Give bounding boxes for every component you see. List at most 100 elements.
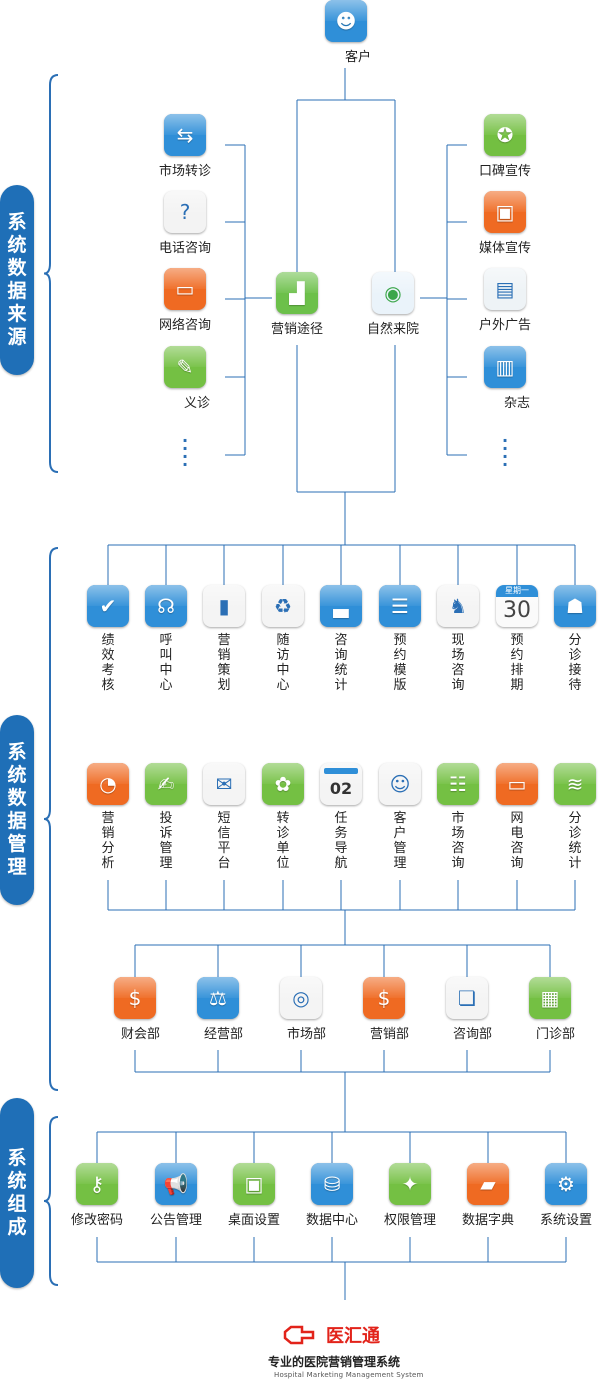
management-row1-item-1[interactable]: ☊ 呼叫中心 — [141, 585, 191, 693]
department-2[interactable]: ◎市场部 — [276, 977, 326, 1042]
gears-icon: ⚙ — [545, 1163, 587, 1205]
left-source-0[interactable]: ⇆ 市场转诊 — [158, 114, 212, 179]
component-1[interactable]: 📢公告管理 — [150, 1163, 202, 1228]
right-source-label: 杂志 — [503, 396, 530, 411]
right-source-2[interactable]: ▤ 户外广告 — [478, 268, 532, 333]
bar-chart-icon: ▃ — [320, 585, 362, 627]
management-row1-item-5[interactable]: ☰预约模版 — [375, 585, 425, 693]
reception-icon: ☗ — [554, 585, 596, 627]
brace-data-source — [43, 74, 59, 473]
monitor-icon: ▭ — [496, 763, 538, 805]
management-row1-item-6[interactable]: ♞ 现场咨询 — [433, 585, 483, 693]
right-source-label: 口碑宣传 — [478, 164, 532, 179]
left-source-label: 市场转诊 — [158, 164, 212, 179]
permission-icon: ✦ — [389, 1163, 431, 1205]
management-row2-item-5[interactable]: ☺客户管理 — [375, 763, 425, 871]
management-row1-item-8[interactable]: ☗分诊接待 — [550, 585, 600, 693]
component-3[interactable]: ⛁数据中心 — [306, 1163, 358, 1228]
key-icon: ⚷ — [76, 1163, 118, 1205]
channel-marketing-label: 营销途径 — [270, 322, 324, 337]
management-row2-item-6[interactable]: ☷ 市场咨询 — [433, 763, 483, 871]
scales-icon: ⚖ — [197, 977, 239, 1019]
brace-data-management — [43, 547, 59, 1091]
left-source-label: 义诊 — [183, 396, 210, 411]
department-3[interactable]: $ 营销部 — [359, 977, 409, 1042]
dollar-icon: $ — [363, 977, 405, 1019]
megaphone-icon: 📢 — [155, 1163, 197, 1205]
award-badge-icon: ✪ — [484, 114, 526, 156]
management-row1-item-2[interactable]: ▮营销策划 — [199, 585, 249, 693]
management-row1-item-label: 呼叫中心 — [159, 633, 173, 693]
component-label: 桌面设置 — [227, 1213, 281, 1228]
management-row1-item-label: 现场咨询 — [451, 633, 465, 693]
headset-icon: ☊ — [145, 585, 187, 627]
section-data-management: 系统数据管理 — [0, 715, 34, 905]
channel-natural-label: 自然来院 — [366, 322, 420, 337]
management-row2-item-1[interactable]: ✍投诉管理 — [141, 763, 191, 871]
pie-chart-icon: ◔ — [87, 763, 129, 805]
component-4[interactable]: ✦ 权限管理 — [383, 1163, 437, 1228]
management-row1-item-3[interactable]: ♻ 随访中心 — [258, 585, 308, 693]
broadcast-icon: ◎ — [280, 977, 322, 1019]
department-5[interactable]: ▦门诊部 — [525, 977, 575, 1042]
management-row2-item-8[interactable]: ≋ 分诊统计 — [550, 763, 600, 871]
signpost-icon: ⇆ — [164, 114, 206, 156]
layers-icon: ≋ — [554, 763, 596, 805]
management-row1-item-4[interactable]: ▃ 咨询统计 — [316, 585, 366, 693]
chair-icon: ♞ — [437, 585, 479, 627]
management-row2-item-7[interactable]: ▭网电咨询 — [492, 763, 542, 871]
department-0[interactable]: $财会部 — [110, 977, 160, 1042]
department-label: 经营部 — [203, 1027, 243, 1042]
department-label: 营销部 — [369, 1027, 409, 1042]
left-source-2[interactable]: ▭网络咨询 — [159, 268, 211, 333]
dictionary-icon: ▰ — [467, 1163, 509, 1205]
logo: 医汇通 专业的医院营销管理系统 Hospital Marketing Manag… — [250, 1322, 440, 1379]
component-2[interactable]: ▣桌面设置 — [227, 1163, 281, 1228]
right-source-1[interactable]: ▣ 媒体宣传 — [478, 191, 532, 256]
management-row1-item-label: 随访中心 — [276, 633, 290, 693]
management-row2-item-2[interactable]: ✉短信平台 — [199, 763, 249, 871]
department-label: 门诊部 — [535, 1027, 575, 1042]
component-5[interactable]: ▰ 数据字典 — [461, 1163, 515, 1228]
component-label: 数据字典 — [461, 1213, 515, 1228]
right-source-0[interactable]: ✪ 口碑宣传 — [478, 114, 532, 179]
management-row2-item-0[interactable]: ◔营销分析 — [83, 763, 133, 871]
customer-node[interactable]: ☻ 客户 — [321, 0, 371, 65]
component-6[interactable]: ⚙系统设置 — [540, 1163, 592, 1228]
channel-marketing[interactable]: ▟ 营销途径 — [270, 272, 324, 337]
management-row1-item-label: 营销策划 — [217, 633, 231, 693]
media-screen-icon: ▣ — [484, 191, 526, 233]
customers-icon: ☺ — [379, 763, 421, 805]
chat-bubble-icon: ☷ — [437, 763, 479, 805]
recycle-icon: ♻ — [262, 585, 304, 627]
billboard-icon: ▤ — [484, 268, 526, 310]
task-calendar-day: 02 — [329, 778, 353, 798]
left-source-3[interactable]: ✎义诊 — [160, 346, 210, 411]
right-source-label: 媒体宣传 — [478, 241, 532, 256]
left-source-1[interactable]: ?电话咨询 — [158, 191, 212, 256]
management-row2-item-label: 分诊统计 — [568, 811, 582, 871]
right-source-label: 户外广告 — [478, 318, 532, 333]
component-label: 权限管理 — [383, 1213, 437, 1228]
palette-icon: ✿ — [262, 763, 304, 805]
component-0[interactable]: ⚷修改密码 — [71, 1163, 123, 1228]
complaint-icon: ✍ — [145, 763, 187, 805]
management-row2-item-label: 市场咨询 — [451, 811, 465, 871]
management-row1-item-label: 预约模版 — [393, 633, 407, 693]
management-row1-item-0[interactable]: ✔绩效考核 — [83, 585, 133, 693]
right-source-3[interactable]: ▥杂志 — [480, 346, 530, 411]
left-source-label: 电话咨询 — [158, 241, 212, 256]
slogan-en: Hospital Marketing Management System — [274, 1371, 424, 1379]
channel-natural[interactable]: ◉ 自然来院 — [366, 272, 420, 337]
brand-logo-icon — [283, 1325, 315, 1345]
department-4[interactable]: ❏咨询部 — [442, 977, 492, 1042]
management-row1-item-label: 咨询统计 — [334, 633, 348, 693]
management-row2-item-3[interactable]: ✿转诊单位 — [258, 763, 308, 871]
department-1[interactable]: ⚖ 经营部 — [193, 977, 243, 1042]
calendar-day: 30 — [503, 598, 531, 623]
